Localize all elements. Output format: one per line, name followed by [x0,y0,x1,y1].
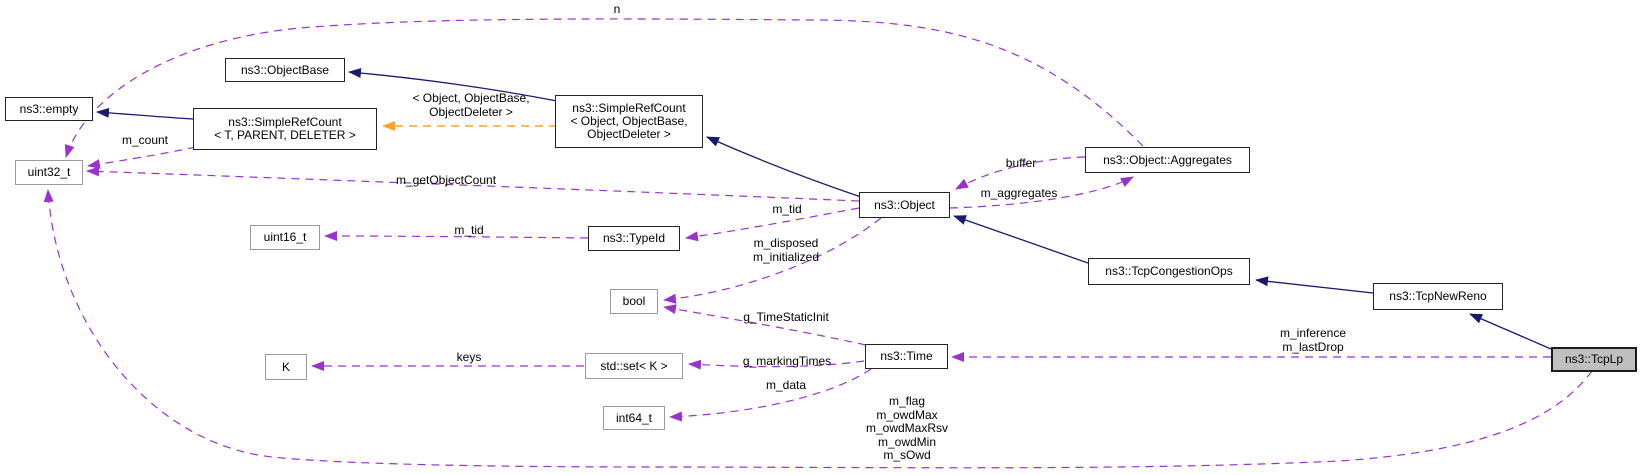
node-ns3-simplerefcount-object[interactable]: ns3::SimpleRefCount < Object, ObjectBase… [555,95,703,148]
edge-aggregates-uint32-n [64,18,1144,158]
node-ns3-time[interactable]: ns3::Time [865,344,948,369]
edge-simplerefcount-uint32-mcount [87,146,197,169]
edge-time-int64-mdata [669,368,872,422]
node-ns3-object[interactable]: ns3::Object [859,192,950,218]
edge-time-bool-timestaticinit [663,304,867,346]
node-ns3-tcpcongestionops[interactable]: ns3::TcpCongestionOps [1088,258,1250,285]
edge-typeid-uint16-mtid [324,231,589,242]
edge-simplerefcountobj-objectbase [348,68,558,102]
node-ns3-typeid[interactable]: ns3::TypeId [588,226,680,251]
edge-object-aggregates-maggregates [949,176,1134,209]
node-ns3-tcpnewreno[interactable]: ns3::TcpNewReno [1373,283,1503,310]
node-ns3-objectbase[interactable]: ns3::ObjectBase [225,58,345,82]
node-std-set-k: std::set< K > [585,353,683,379]
edge-simplerefcount-empty [96,107,194,120]
node-ns3-simplerefcount-t[interactable]: ns3::SimpleRefCount < T, PARENT, DELETER… [193,108,377,150]
edge-time-stdset-markingtimes [688,359,865,370]
node-bool: bool [610,289,658,314]
edge-object-bool-disposed [663,217,882,304]
edge-aggregates-object-buffer [955,156,1086,190]
edge-tcpnewreno-tcpcongestionops [1255,276,1374,294]
edge-tcplp-uint32-mflag [43,189,1593,469]
edge-tcpcongestionops-object [953,215,1089,264]
node-int64-t: int64_t [603,406,665,430]
edge-object-uint32-getobjectcount [86,166,860,202]
node-k: K [265,354,307,380]
node-ns3-empty[interactable]: ns3::empty [5,97,93,121]
node-ns3-object-aggregates[interactable]: ns3::Object::Aggregates [1085,147,1250,173]
node-uint16-t: uint16_t [250,225,320,250]
edge-object-typeid-mtid [685,207,860,242]
node-uint32-t: uint32_t [15,160,83,185]
edge-object-simplerefcountobj [706,136,862,198]
edge-tcplp-tcpnewreno [1469,313,1552,350]
node-ns3-tcplp: ns3::TcpLp [1551,347,1637,372]
